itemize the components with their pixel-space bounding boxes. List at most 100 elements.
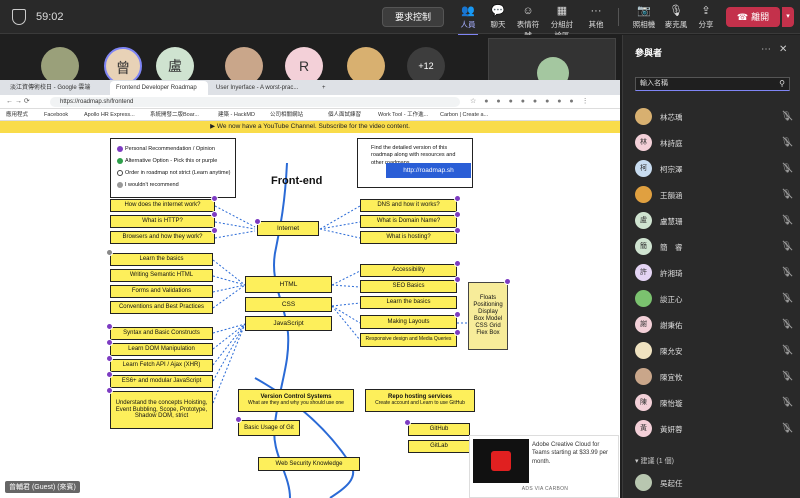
bookmark-item[interactable]: Apollo HR Express...: [84, 112, 135, 118]
bookmark-item[interactable]: 系統開發二版Boar...: [150, 112, 199, 118]
roadmap-node-css[interactable]: CSS: [245, 297, 332, 312]
roadmap-node[interactable]: Learn the basics: [360, 296, 457, 309]
request-control-button[interactable]: 要求控制: [382, 7, 444, 27]
participant-row[interactable]: 談正心🎙: [635, 288, 795, 310]
extension-icons[interactable]: ☆ ● ● ● ● ● ● ● ● ⋮: [470, 98, 592, 105]
participant-row[interactable]: 林芯瑀🎙: [635, 106, 795, 128]
attendee-avatar[interactable]: [225, 47, 263, 85]
roadmap-node[interactable]: Learn DOM Manipulation: [110, 343, 213, 356]
participant-row[interactable]: 謝謝秉佑🎙: [635, 314, 795, 336]
more-button[interactable]: ···其他: [588, 5, 604, 29]
avatar: 謝: [635, 316, 652, 333]
layout-item[interactable]: Positioning: [473, 302, 503, 309]
ad-attribution[interactable]: ADS VIA CARBON: [521, 486, 569, 492]
chevron-down-icon[interactable]: ▾: [782, 7, 794, 27]
bookmark-item[interactable]: 應用程式: [6, 112, 29, 118]
participant-row[interactable]: 柯柯宗澤🎙: [635, 158, 795, 180]
roadmap-node[interactable]: Making Layouts: [360, 315, 457, 329]
roadmap-node-github[interactable]: GitHub: [408, 423, 470, 436]
roadmap-node[interactable]: What is hosting?: [360, 231, 457, 244]
roadmap-node[interactable]: SEO Basics: [360, 280, 457, 293]
participant-row[interactable]: 王韻涵🎙: [635, 184, 795, 206]
roadmap-node-websec[interactable]: Web Security Knowledge: [258, 457, 360, 471]
attendee-avatar[interactable]: 曾: [104, 47, 142, 85]
chat-button[interactable]: 💬聊天: [490, 5, 506, 29]
mic-button[interactable]: 🎙麥克風: [664, 5, 688, 29]
leave-button[interactable]: ☎離開: [726, 7, 780, 27]
participant-row[interactable]: 陳陳怡璇🎙: [635, 392, 795, 414]
shared-screen-browser[interactable]: 淡江資傳術校日 - Google 雲端 Frontend Developer R…: [0, 80, 620, 498]
participant-row[interactable]: 陳允安🎙: [635, 340, 795, 362]
roadmap-node-html[interactable]: HTML: [245, 276, 332, 293]
participant-search-input[interactable]: 輸入名稱⚲: [635, 77, 790, 91]
mic-off-icon: 🎙: [781, 241, 793, 251]
roadmap-node[interactable]: Conventions and Best Practices: [110, 301, 213, 314]
browser-tab-active[interactable]: Frontend Developer Roadmap: [110, 81, 208, 95]
attendee-avatar[interactable]: [347, 47, 385, 85]
layout-item[interactable]: Flex Box: [476, 329, 500, 336]
bookmark-item[interactable]: Carbon | Create a...: [440, 112, 489, 118]
participant-row[interactable]: 簡簡 睿🎙: [635, 236, 795, 258]
layout-item[interactable]: CSS Grid: [475, 322, 501, 329]
camera-button[interactable]: 📷照相機: [632, 5, 656, 29]
roadmap-node[interactable]: Forms and Validations: [110, 285, 213, 298]
roadmap-node[interactable]: Browsers and how they work?: [110, 231, 215, 244]
participant-row[interactable]: 盧盧慧珊🎙: [635, 210, 795, 232]
roadmap-node[interactable]: What is Domain Name?: [360, 215, 457, 228]
roadmap-node[interactable]: DNS and how it works?: [360, 199, 457, 212]
ad-text: Adobe Creative Cloud for Teams starting …: [532, 442, 609, 465]
roadmap-node-javascript[interactable]: JavaScript: [245, 316, 332, 331]
participant-row[interactable]: 林林詩庭🎙: [635, 132, 795, 154]
purple-check-icon: [454, 211, 461, 218]
participant-name: 黃妍蓉: [660, 425, 683, 434]
roadmap-node[interactable]: Learn the basics: [110, 253, 213, 266]
attendee-avatar[interactable]: 盧: [156, 47, 194, 85]
bookmark-item[interactable]: Facebook: [44, 112, 69, 118]
roadmap-link-button[interactable]: http://roadmap.sh: [386, 163, 471, 178]
bookmark-item[interactable]: Work Tool - 工作進...: [378, 112, 429, 118]
participant-row[interactable]: 許許湘琦🎙: [635, 262, 795, 284]
roadmap-node-internet[interactable]: Internet: [257, 221, 319, 236]
roadmap-node-gitlab[interactable]: GitLab: [408, 440, 470, 453]
roadmap-node[interactable]: Responsive design and Media Queries: [360, 333, 457, 347]
participant-row[interactable]: 陳宜攸🎙: [635, 366, 795, 388]
presenter-label: 曾輔君 (Guest) (來賓): [5, 481, 80, 493]
bookmark-item[interactable]: 公司相關網站: [270, 112, 304, 118]
new-tab-button[interactable]: +: [322, 85, 326, 91]
roadmap-node[interactable]: Learn Fetch API / Ajax (XHR): [110, 359, 213, 372]
url-field[interactable]: https://roadmap.sh/frontend: [50, 97, 460, 107]
share-button[interactable]: ⇪分享: [698, 5, 714, 29]
carbon-ad[interactable]: Adobe Creative Cloud for Teams starting …: [469, 435, 619, 498]
more-attendees-button[interactable]: +12: [407, 47, 445, 85]
browser-tab[interactable]: User Inyerface - A worst-prac...: [216, 85, 299, 91]
layout-item[interactable]: Floats: [479, 295, 497, 302]
layout-item[interactable]: Box Model: [473, 316, 503, 322]
roadmap-node[interactable]: Syntax and Basic Constructs: [110, 327, 213, 340]
nav-arrows-icon[interactable]: ← → ⟳: [6, 98, 30, 105]
roadmap-node[interactable]: ES6+ and modular JavaScript: [110, 375, 213, 388]
roadmap-node-git[interactable]: Basic Usage of Git: [238, 420, 300, 436]
search-icon[interactable]: ⚲: [779, 79, 785, 88]
bookmark-item[interactable]: 個人面試練習: [328, 112, 362, 118]
roadmap-node[interactable]: Writing Semantic HTML: [110, 269, 213, 282]
suggested-row[interactable]: 吳起任: [635, 472, 795, 494]
attendee-avatar[interactable]: [41, 47, 79, 85]
roadmap-node[interactable]: How does the internet work?: [110, 199, 215, 212]
close-icon[interactable]: ✕: [779, 44, 788, 55]
layouts-list: Floats Positioning Display Box Model CSS…: [468, 282, 508, 350]
pop-out-icon[interactable]: ⋯: [761, 44, 771, 55]
browser-tab[interactable]: 淡江資傳術校日 - Google 雲端: [10, 85, 91, 91]
roadmap-node[interactable]: What is HTTP?: [110, 215, 215, 228]
layout-item[interactable]: Display: [478, 309, 498, 316]
youtube-banner[interactable]: ▶ We now have a YouTube Channel. Subscri…: [0, 121, 620, 133]
suggestions-header[interactable]: ▾ 建議 (1 個): [635, 458, 674, 465]
meeting-toolbar: 59:02 要求控制 👥人員 💬聊天 ☺表情符號 ▦分組討論區 ···其他 📷照…: [0, 0, 800, 40]
attendee-avatar[interactable]: R: [285, 47, 323, 85]
people-button[interactable]: 👥人員: [454, 5, 482, 36]
bookmark-item[interactable]: 建築 - HackMD: [218, 112, 255, 118]
participant-row[interactable]: 黃黃妍蓉🎙: [635, 418, 795, 440]
roadmap-node[interactable]: Understand the concepts Hoisting, Event …: [110, 391, 213, 429]
roadmap-node[interactable]: Accessibility: [360, 264, 457, 277]
